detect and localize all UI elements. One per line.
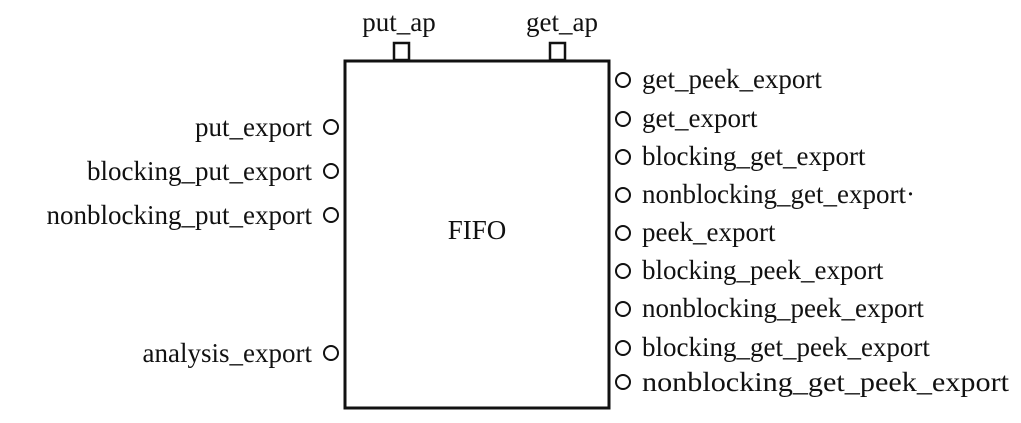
blocking-peek-export-port-circle xyxy=(615,263,631,279)
nonblocking-put-export-label: nonblocking_put_export xyxy=(47,200,313,230)
right-port-nonblocking-get-export: nonblocking_get_export· xyxy=(615,179,915,209)
nonblocking-peek-export-port-circle xyxy=(615,301,631,317)
right-port-blocking-get-peek-export: blocking_get_peek_export xyxy=(615,332,930,362)
get-ap-label: get_ap xyxy=(526,7,598,37)
blocking-get-peek-export-port-circle xyxy=(615,340,631,356)
right-port-blocking-get-export: blocking_get_export xyxy=(615,141,866,171)
put-ap-port-square xyxy=(392,41,411,62)
get-peek-export-label: get_peek_export xyxy=(642,64,822,94)
blocking-put-export-label: blocking_put_export xyxy=(87,156,312,186)
get-export-label: get_export xyxy=(642,103,758,133)
port-get-ap: get_ap xyxy=(526,7,598,62)
right-port-get-peek-export: get_peek_export xyxy=(615,64,822,94)
fifo-component-box xyxy=(343,59,611,410)
put-export-port-circle xyxy=(323,119,339,135)
nonblocking-get-export-label: nonblocking_get_export· xyxy=(642,179,915,209)
nonblocking-get-peek-export-label: nonblocking_get_peek_export xyxy=(642,367,1010,397)
left-port-analysis-export: analysis_export xyxy=(143,338,339,368)
component-title: FIFO xyxy=(448,215,507,245)
get-peek-export-port-circle xyxy=(615,72,631,88)
peek-export-label: peek_export xyxy=(642,217,776,247)
get-export-port-circle xyxy=(615,111,631,127)
blocking-put-export-port-circle xyxy=(323,163,339,179)
analysis-export-label: analysis_export xyxy=(143,338,313,368)
left-port-nonblocking-put-export: nonblocking_put_export xyxy=(47,200,339,230)
blocking-get-export-port-circle xyxy=(615,149,631,165)
get-ap-port-square xyxy=(548,41,567,62)
put-export-label: put_export xyxy=(195,112,312,142)
port-put-ap: put_ap xyxy=(362,7,436,62)
blocking-get-export-label: blocking_get_export xyxy=(642,141,866,171)
left-port-put-export: put_export xyxy=(195,112,339,142)
right-port-peek-export: peek_export xyxy=(615,217,776,247)
analysis-export-port-circle xyxy=(323,345,339,361)
nonblocking-put-export-port-circle xyxy=(323,207,339,223)
blocking-peek-export-label: blocking_peek_export xyxy=(642,255,884,285)
right-port-get-export: get_export xyxy=(615,103,758,133)
nonblocking-get-export-port-circle xyxy=(615,187,631,203)
right-port-nonblocking-peek-export: nonblocking_peek_export xyxy=(615,293,924,323)
nonblocking-get-peek-export-port-circle xyxy=(615,374,631,390)
put-ap-label: put_ap xyxy=(362,7,436,37)
peek-export-port-circle xyxy=(615,225,631,241)
right-port-nonblocking-get-peek-export: nonblocking_get_peek_export xyxy=(615,367,1010,397)
left-port-blocking-put-export: blocking_put_export xyxy=(87,156,339,186)
blocking-get-peek-export-label: blocking_get_peek_export xyxy=(642,332,930,362)
nonblocking-peek-export-label: nonblocking_peek_export xyxy=(642,293,924,323)
right-port-blocking-peek-export: blocking_peek_export xyxy=(615,255,884,285)
